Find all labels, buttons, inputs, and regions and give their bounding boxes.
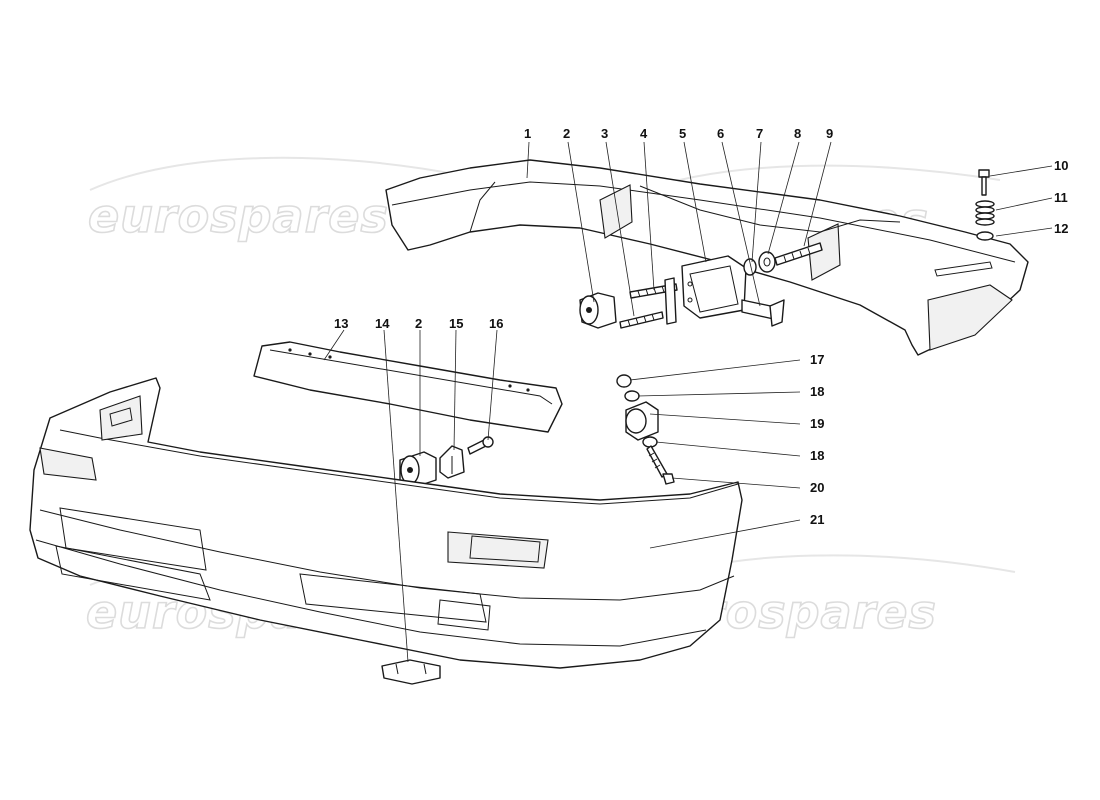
front-bumper-corner-insert (99, 395, 143, 441)
bolt-4 (629, 277, 678, 325)
screw-10 (978, 169, 990, 196)
watermark-top-left: eurospares (87, 156, 461, 244)
callout-16: 16 (489, 316, 503, 331)
callout-20: 20 (810, 480, 824, 495)
bolt-9 (774, 242, 823, 266)
callout-2: 2 (563, 126, 570, 141)
callout-10: 10 (1054, 158, 1068, 173)
callout-15: 15 (449, 316, 463, 331)
nut-7 (743, 258, 757, 276)
front-bumper-intake-left (39, 447, 97, 481)
callout-18: 18 (810, 384, 824, 399)
callout-7: 7 (756, 126, 763, 141)
callout-3: 3 (601, 126, 608, 141)
front-bumper (29, 377, 743, 669)
rear-bumper-mount-left (599, 184, 633, 239)
rear-bumper (385, 159, 1029, 356)
washer-18-lower (642, 436, 658, 448)
callout-4: 4 (640, 126, 648, 141)
callout-14: 14 (375, 316, 390, 331)
bolt-3 (619, 311, 664, 329)
spring-11 (975, 200, 995, 226)
washer-18-upper (624, 390, 640, 402)
callout-11: 11 (1054, 190, 1068, 205)
leader-lines (323, 141, 1053, 663)
rubber-buffer-lower (399, 451, 437, 489)
callout-labels: 1 2 3 4 5 6 7 8 9 10 11 12 13 14 2 15 16… (334, 126, 1068, 527)
washer-8 (758, 251, 776, 273)
bracket-14 (381, 659, 441, 685)
callout-5: 5 (679, 126, 686, 141)
watermark-text: eurospares (88, 189, 389, 243)
callout-8: 8 (794, 126, 801, 141)
screw-16 (467, 436, 494, 455)
callout-21: 21 (810, 512, 824, 527)
bolt-20 (646, 445, 675, 485)
callout-9: 9 (826, 126, 833, 141)
callout-2-lower: 2 (415, 316, 422, 331)
callout-18-lower: 18 (810, 448, 824, 463)
rear-bumper-end-cap (927, 284, 1013, 351)
reinforcement-bar (253, 341, 563, 433)
rear-bumper-mount-right (807, 223, 841, 281)
callout-19: 19 (810, 416, 824, 431)
rubber-mount-19 (625, 401, 659, 441)
rubber-buffer-upper (579, 292, 617, 329)
clip-15 (439, 445, 465, 479)
callout-17: 17 (810, 352, 824, 367)
callout-12: 12 (1054, 221, 1068, 236)
hook-bolt (741, 299, 785, 327)
washer-12 (976, 231, 994, 241)
callout-6: 6 (717, 126, 724, 141)
callout-13: 13 (334, 316, 348, 331)
callout-1: 1 (524, 126, 531, 141)
nut-17 (616, 374, 632, 388)
mounting-bracket (681, 255, 747, 319)
